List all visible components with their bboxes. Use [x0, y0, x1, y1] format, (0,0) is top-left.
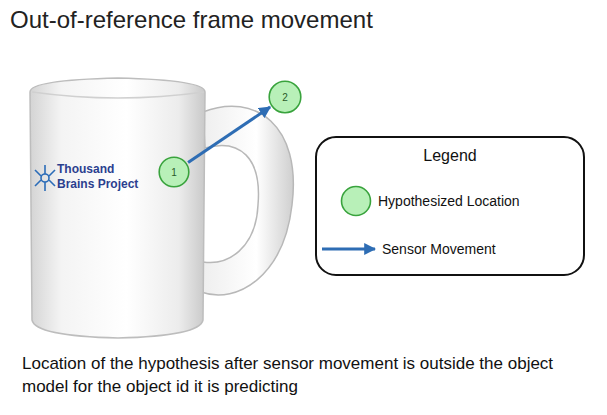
hypothesis-circle: 1 [158, 156, 190, 188]
mug-handle [201, 106, 293, 295]
legend-text: Hypothesized Location [378, 193, 520, 209]
node-number: 2 [282, 92, 288, 103]
legend-entry: Sensor Movement [320, 240, 496, 258]
legend-entry: Hypothesized Location [340, 185, 520, 217]
caption: Location of the hypothesis after sensor … [22, 353, 597, 399]
legend-arrow-sample [320, 240, 380, 258]
node-number: 1 [171, 167, 177, 178]
hypothesis-circle: 2 [268, 80, 302, 114]
mug-body [30, 78, 205, 338]
legend-text: Sensor Movement [382, 241, 496, 257]
sensor-movement-arrow [188, 107, 270, 162]
legend-swatch [340, 185, 372, 217]
legend-box [316, 137, 584, 275]
legend-title: Legend [316, 146, 584, 165]
title: Out-of-reference frame movement [10, 6, 373, 34]
mug-rim [32, 92, 204, 98]
logo-text: Thousand Brains Project [57, 162, 153, 192]
logo-icon [35, 165, 55, 191]
